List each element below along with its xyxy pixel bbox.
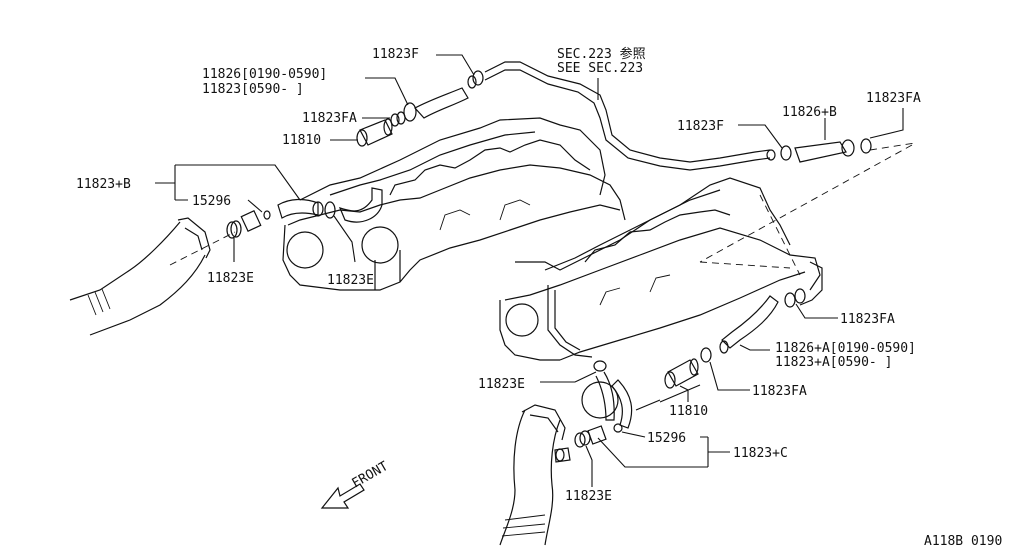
lower-center-hose-assembly <box>574 360 701 448</box>
label-11823F-right: 11823F <box>677 119 724 134</box>
leader-lines <box>155 54 904 487</box>
label-front: FRONT <box>350 459 392 492</box>
left-intake-duct <box>69 217 236 336</box>
left-hose-assembly <box>226 187 383 239</box>
right-lower-hose-assembly <box>664 288 806 389</box>
label-15296-right: 15296 <box>647 431 686 446</box>
label-11823F-top: 11823F <box>372 47 419 62</box>
label-11823FA-left: 11823FA <box>302 111 357 126</box>
label-11823FA-right2: 11823FA <box>752 384 807 399</box>
label-11823C: 11823+C <box>733 446 788 461</box>
label-11823-range: 11823[0590- ] <box>202 82 304 97</box>
label-15296-left: 15296 <box>192 194 231 209</box>
label-11823FA-topright: 11823FA <box>866 91 921 106</box>
front-arrow <box>320 483 365 509</box>
left-engine-head <box>282 117 626 291</box>
label-11823B: 11823+B <box>76 177 131 192</box>
label-11826B: 11826+B <box>782 105 837 120</box>
label-sec-jp: SEC.223 参照 <box>557 46 646 62</box>
label-11823E-left: 11823E <box>207 271 254 286</box>
label-11810-right: 11810 <box>669 404 708 419</box>
upper-left-hose-assembly <box>356 61 771 171</box>
upper-right-hose-assembly <box>699 138 916 263</box>
label-11810-left: 11810 <box>282 133 321 148</box>
label-11823A-range: 11823+A[0590- ] <box>775 355 892 370</box>
right-engine-head <box>499 177 823 361</box>
label-11823E-bottom: 11823E <box>565 489 612 504</box>
label-11826-range: 11826[0190-0590] <box>202 67 327 82</box>
label-diagram-code: A118B 0190 <box>924 534 1002 549</box>
label-11826A-range: 11826+A[0190-0590] <box>775 341 916 356</box>
label-11823E-lower: 11823E <box>478 377 525 392</box>
label-11823FA-right1: 11823FA <box>840 312 895 327</box>
label-11823E-mid: 11823E <box>327 273 374 288</box>
lower-intake-duct <box>499 404 571 546</box>
part-labels: 11823F 11826[0190-0590] 11823[0590- ] 11… <box>76 46 1002 549</box>
label-sec-en: SEE SEC.223 <box>557 61 643 76</box>
